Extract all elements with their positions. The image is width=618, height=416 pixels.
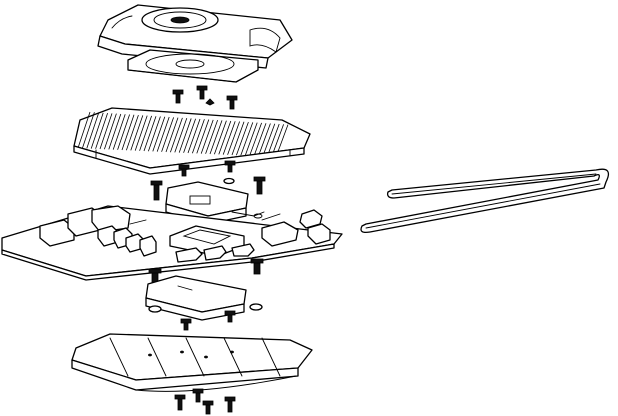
pcb-board [1, 205, 343, 281]
heatsink-fin [236, 121, 249, 156]
heatsink-fin [258, 123, 271, 157]
heatsink-fin [165, 117, 179, 153]
heatsink-fin [126, 114, 139, 151]
heatsink-fin [134, 115, 148, 151]
heatsink-fin [218, 120, 232, 155]
heatsink-fin [104, 113, 117, 150]
heatsink-groove [147, 337, 167, 377]
bottom-heatsink [71, 333, 313, 392]
heatsink-fin [178, 118, 192, 153]
heatsink-fin [77, 111, 91, 149]
heatsink-fin [130, 115, 144, 151]
heatsink-fin [117, 114, 130, 150]
heatsink-fin [227, 121, 240, 155]
lower-gpu-block [145, 258, 264, 331]
heatsink-fin [86, 112, 100, 149]
top-heatsink [73, 107, 311, 175]
heatsink-fin [192, 119, 205, 154]
heatsink-fin [90, 112, 104, 149]
heatsink-fin [82, 112, 95, 149]
heatsink-fin [156, 116, 170, 152]
heatsink-fin [99, 113, 113, 150]
heatsink-fin [222, 121, 236, 155]
heatsink-fin [200, 119, 214, 154]
heatsink-fin [170, 117, 183, 153]
heatsink-fin [266, 123, 280, 157]
heatsink-fin [253, 123, 267, 157]
heatsink-fin [209, 120, 223, 155]
heatsink-fin [112, 114, 126, 150]
heatsink-fin [249, 122, 262, 156]
heatsink-fin [174, 118, 188, 153]
heatsink-groove [261, 337, 281, 377]
heatsink-fin [95, 112, 108, 149]
heatsink-fin [205, 119, 218, 154]
heatsink-fasteners [150, 160, 266, 201]
heatsink-fin [161, 117, 174, 152]
heatsink-groove [109, 337, 129, 377]
heatsink-fin [262, 123, 276, 157]
heatsink-fin [148, 116, 161, 152]
fan [127, 49, 259, 83]
heatsink-fin [231, 121, 245, 156]
heat-pipe [360, 168, 610, 234]
fan-screws [172, 85, 238, 110]
heatsink-fin [240, 122, 254, 156]
heatsink-fin [244, 122, 258, 156]
heatsink-groove [223, 337, 243, 377]
heatsink-fin [108, 113, 122, 150]
heatsink-fin [143, 116, 157, 152]
heatsink-fin [152, 116, 166, 152]
heatsink-fin [187, 118, 201, 154]
heatsink-fin [183, 118, 196, 153]
heatsink-fin [196, 119, 210, 154]
heatsink-fin [139, 115, 152, 151]
heatsink-fin [121, 114, 135, 151]
bottom-screws [174, 388, 236, 415]
heatsink-fin [214, 120, 227, 155]
heatsink-groove [185, 337, 205, 377]
